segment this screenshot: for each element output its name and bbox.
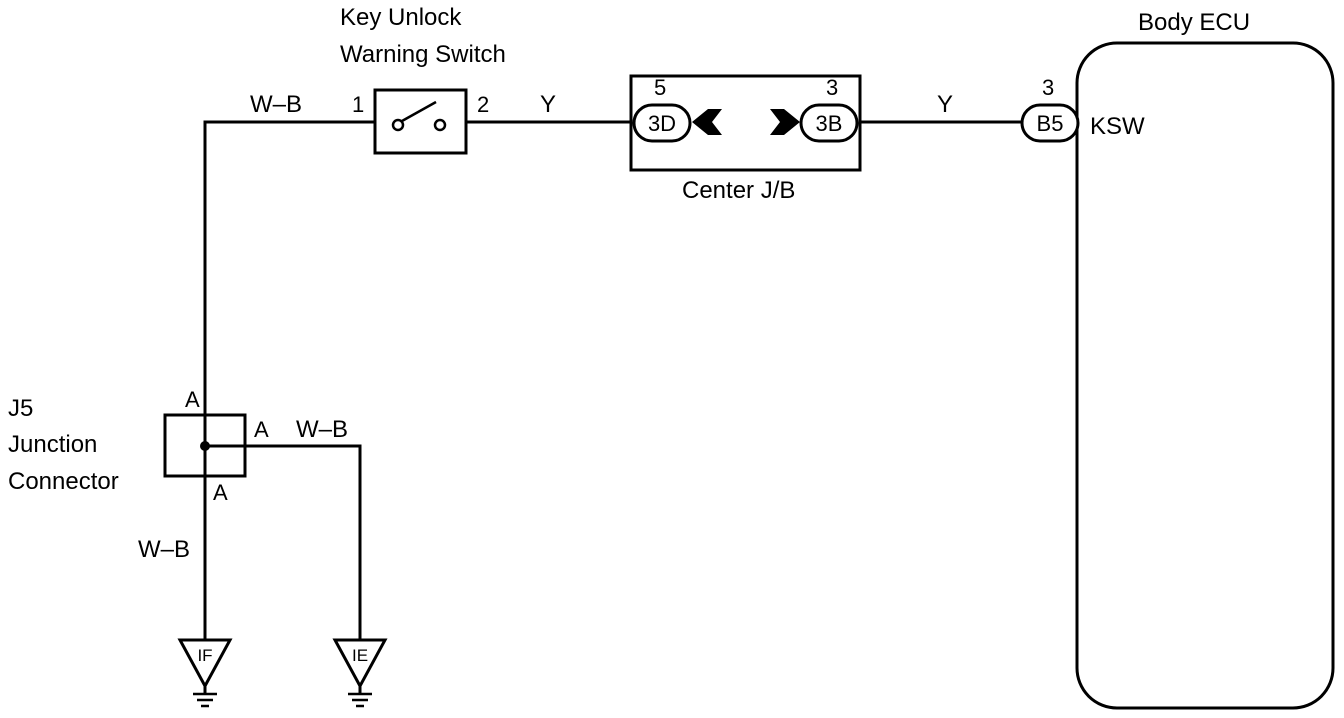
ground-ie-icon xyxy=(332,638,388,690)
chevron-left-icon xyxy=(692,109,722,135)
connector-3b xyxy=(799,103,859,143)
connector-3d xyxy=(632,103,692,143)
body-ecu-box xyxy=(1075,41,1335,710)
switch-pin-2: 2 xyxy=(477,92,489,117)
ground-ie-label: IE xyxy=(352,646,368,665)
ground-if-icon xyxy=(177,638,233,690)
wire-label-wb-top: W–B xyxy=(250,91,302,118)
connector-b5 xyxy=(1020,103,1080,143)
ecu-terminal-ksw: KSW xyxy=(1090,113,1145,140)
wire-label-y-right: Y xyxy=(937,91,953,118)
junction-name-line2: Junction xyxy=(8,431,97,458)
switch-lever xyxy=(401,100,437,123)
j5-pin-bottom: A xyxy=(213,480,228,505)
switch-contact-right xyxy=(433,118,447,132)
connector-3d-label: 3D xyxy=(648,111,676,136)
switch-contact-left xyxy=(391,118,405,132)
wire-label-wb-branch: W–B xyxy=(296,416,348,443)
j5-splice-dot xyxy=(200,441,210,451)
switch-pin-1: 1 xyxy=(352,92,364,117)
chevron-right-icon xyxy=(770,109,800,135)
body-ecu-title: Body ECU xyxy=(1138,9,1250,36)
j5-pin-right: A xyxy=(254,417,269,442)
connector-b5-label: B5 xyxy=(1037,111,1064,136)
switch-title-line2: Warning Switch xyxy=(340,41,506,68)
key-unlock-warning-switch xyxy=(373,88,468,155)
j5-pin-top: A xyxy=(185,387,200,412)
junction-name-line3: Connector xyxy=(8,468,119,495)
jb-pin-3: 3 xyxy=(826,75,838,100)
ground-if-label: IF xyxy=(197,646,212,665)
switch-title-line1: Key Unlock xyxy=(340,4,462,31)
wire-label-y-left: Y xyxy=(540,91,556,118)
wire-wb-branch xyxy=(205,444,362,640)
wire-label-wb-down: W–B xyxy=(138,536,190,563)
wire-wb-top xyxy=(203,120,375,446)
connector-3b-label: 3B xyxy=(816,111,843,136)
jb-pin-5: 5 xyxy=(654,75,666,100)
ecu-pin-3: 3 xyxy=(1042,75,1054,100)
junction-name-line1: J5 xyxy=(8,395,33,422)
center-jb-label: Center J/B xyxy=(682,177,795,204)
